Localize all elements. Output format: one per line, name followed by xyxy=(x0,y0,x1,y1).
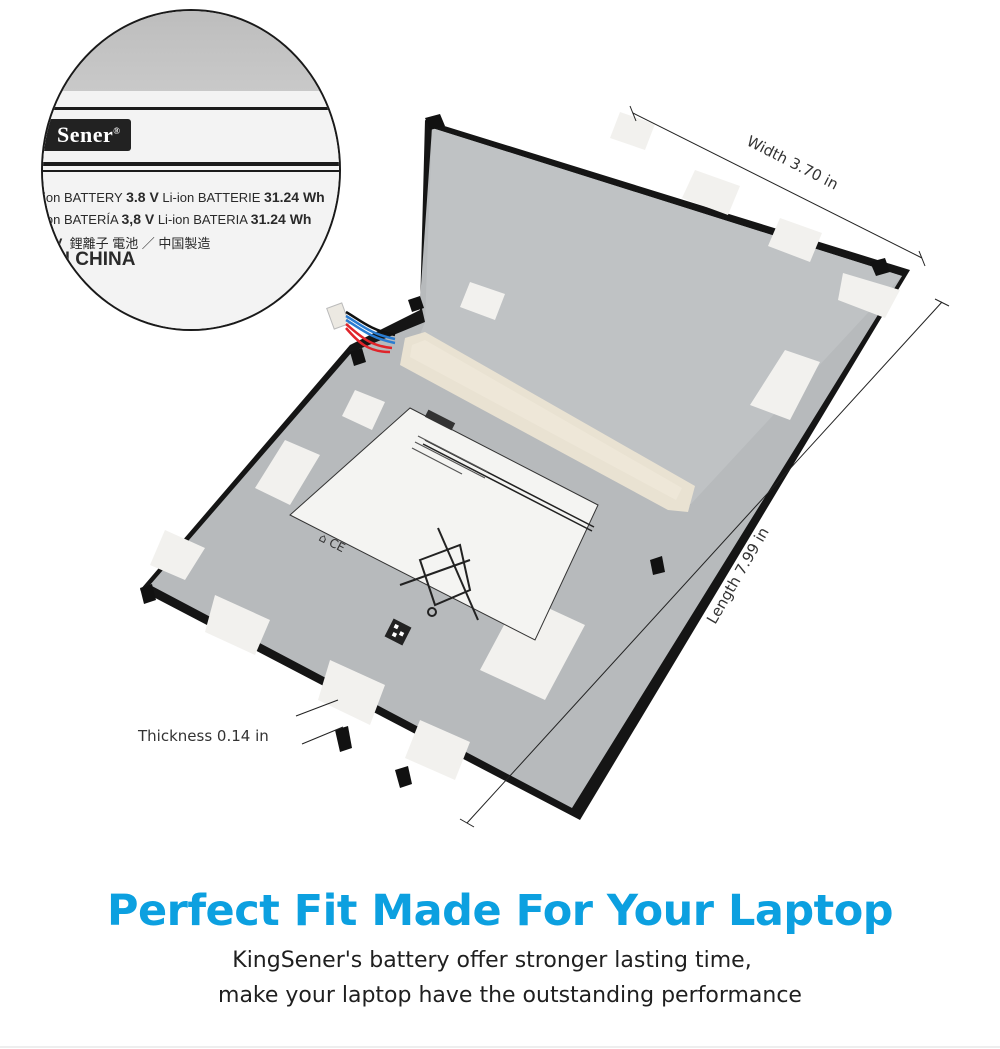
weee-bin-icon xyxy=(399,527,479,621)
callout-rule xyxy=(43,162,339,166)
spec-voltage: 3.8 V xyxy=(126,189,159,205)
callout-brand-badge: Sener® xyxy=(43,119,131,151)
spec-text: ion BATTERY xyxy=(43,190,127,205)
spec-chinese-text: 鋰離子 電池 ／ 中国製造 xyxy=(69,236,211,251)
spec-voltage: V xyxy=(53,235,63,251)
spec-text: ion BATERÍA xyxy=(43,212,122,227)
callout-origin: IN CHINA xyxy=(51,249,136,270)
registered-mark: ® xyxy=(113,126,121,136)
callout-spec-row-2: ion BATERÍA 3,8 V Li-ion BATERIA 31.24 W… xyxy=(43,211,312,227)
callout-rule xyxy=(43,170,339,172)
spec-voltage: 3,8 V xyxy=(121,211,155,227)
callout-rule xyxy=(43,107,339,110)
mounting-tabs xyxy=(140,114,890,788)
callout-brand-text: Sener xyxy=(57,122,114,147)
label-zoom-callout: Sener® ion BATTERY 3.8 V Li-ion BATTERIE… xyxy=(41,9,341,331)
callout-battery-surface xyxy=(43,11,339,91)
product-label: ⌂ CE xyxy=(289,407,599,646)
qr-code xyxy=(384,618,412,646)
spec-text: Li-ion BATERIA xyxy=(154,212,251,227)
spec-energy: 31.24 Wh xyxy=(264,189,325,205)
dimension-lines xyxy=(295,105,950,828)
subheadline-line-2: make your laptop have the outstanding pe… xyxy=(218,983,802,1008)
callout-spec-row-1: ion BATTERY 3.8 V Li-ion BATTERIE 31.24 … xyxy=(43,189,325,205)
subheadline-line-1: KingSener's battery offer stronger lasti… xyxy=(232,948,752,973)
callout-spec-row-3: V 鋰離子 電池 ／ 中国製造 xyxy=(53,233,210,252)
headline: Perfect Fit Made For Your Laptop xyxy=(106,886,894,936)
spec-text: Li-ion BATTERIE xyxy=(158,190,265,205)
thickness-dimension-label: Thickness 0.14 in xyxy=(138,727,269,745)
spec-energy: 31.24 Wh xyxy=(250,211,312,227)
bottom-divider xyxy=(0,1046,1000,1048)
